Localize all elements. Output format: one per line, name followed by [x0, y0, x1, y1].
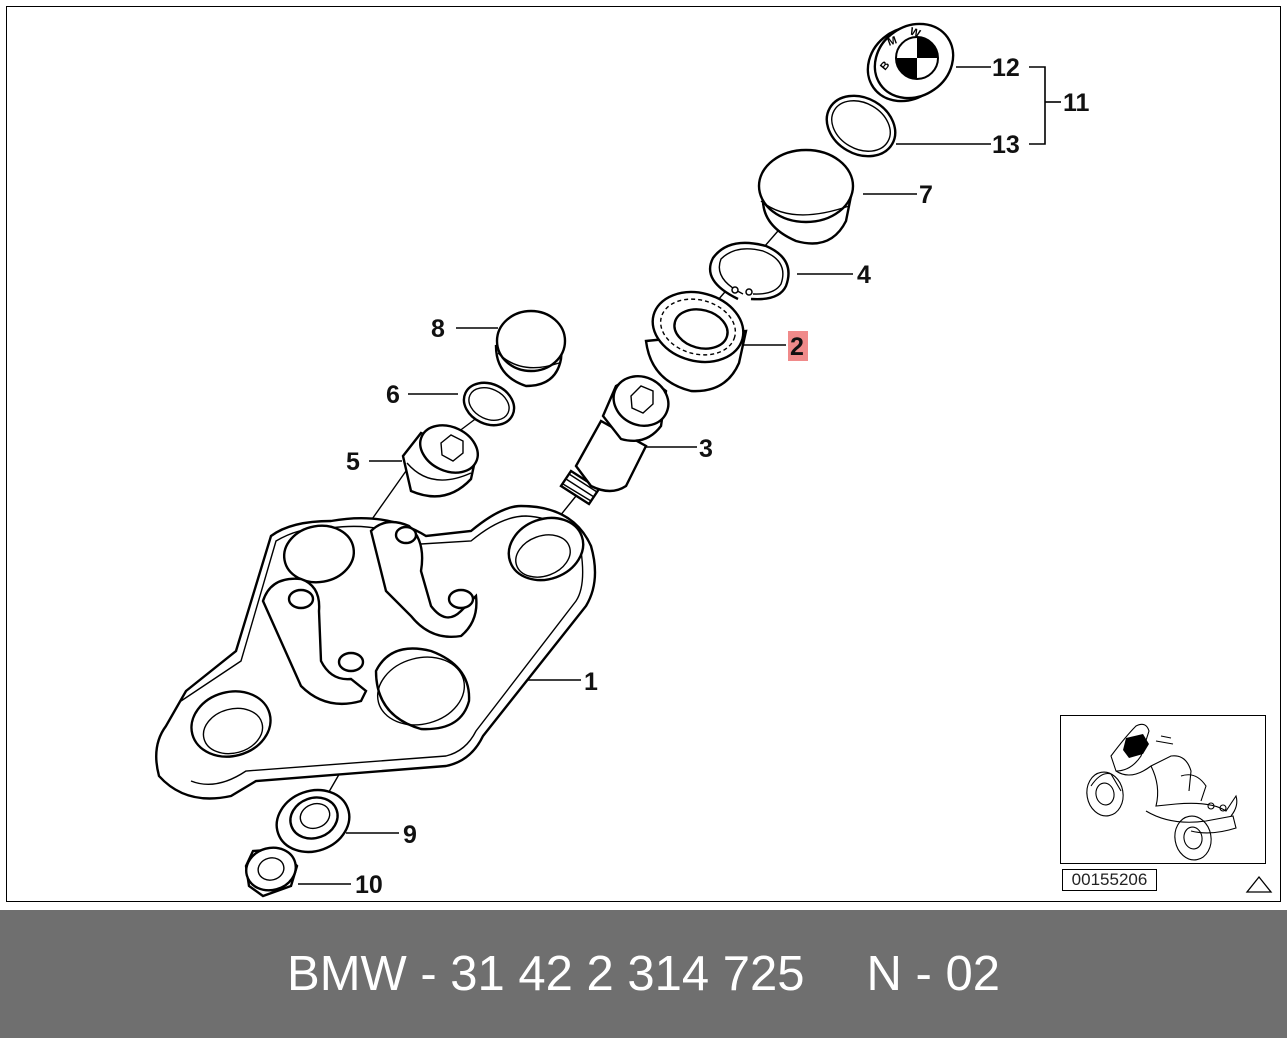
diagram-frame: B M W: [6, 6, 1281, 902]
part-5-bushing: [401, 424, 479, 498]
cap-logo-letter-m: M: [886, 34, 899, 48]
callout-labels: 12 11 13 7 4 2 3 8 6 5 1 9 10: [346, 54, 1090, 899]
callout-6[interactable]: 6: [386, 381, 400, 409]
location-inset: [1060, 715, 1266, 864]
part-9-bushing: [275, 788, 351, 854]
selected-callout-highlight: [788, 331, 808, 361]
exploded-parts-diagram: B M W: [155, 22, 1273, 899]
callout-4[interactable]: 4: [857, 261, 871, 289]
cap-logo-letter-w: W: [908, 26, 922, 41]
callout-1[interactable]: 1: [584, 668, 598, 696]
warning-triangle-icon: [1245, 875, 1273, 893]
part-3-bolt: [559, 375, 670, 506]
part-2-bearing: [644, 290, 748, 393]
part-13-o-ring: [825, 94, 897, 158]
callout-7[interactable]: 7: [919, 181, 933, 209]
part-7-cap: [757, 148, 855, 245]
callout-5[interactable]: 5: [346, 448, 360, 476]
callout-12[interactable]: 12: [992, 54, 1020, 82]
part-number-text: BMW - 31 42 2 314 725: [287, 947, 805, 1001]
diagram-code-label: 00155206: [1062, 869, 1157, 891]
part-4-circlip: [708, 241, 790, 301]
callout-8[interactable]: 8: [431, 315, 445, 343]
part-10-nut: [244, 846, 299, 898]
position-code-text: N - 02: [866, 947, 1000, 1001]
callout-11[interactable]: 11: [1063, 89, 1090, 117]
part-6-o-ring: [462, 381, 516, 427]
callout-10[interactable]: 10: [355, 871, 383, 899]
callout-9[interactable]: 9: [403, 821, 417, 849]
part-12-cap: B M W: [866, 22, 955, 103]
callout-3[interactable]: 3: [699, 435, 713, 463]
part-8-cap: [494, 309, 567, 388]
callout-2[interactable]: 2: [790, 333, 804, 361]
part-number-footer: BMW - 31 42 2 314 725 N - 02: [0, 910, 1287, 1038]
part-1-fork-bridge: [155, 504, 597, 800]
motorcycle-location-icon: [1086, 723, 1238, 861]
callout-13[interactable]: 13: [992, 131, 1020, 159]
